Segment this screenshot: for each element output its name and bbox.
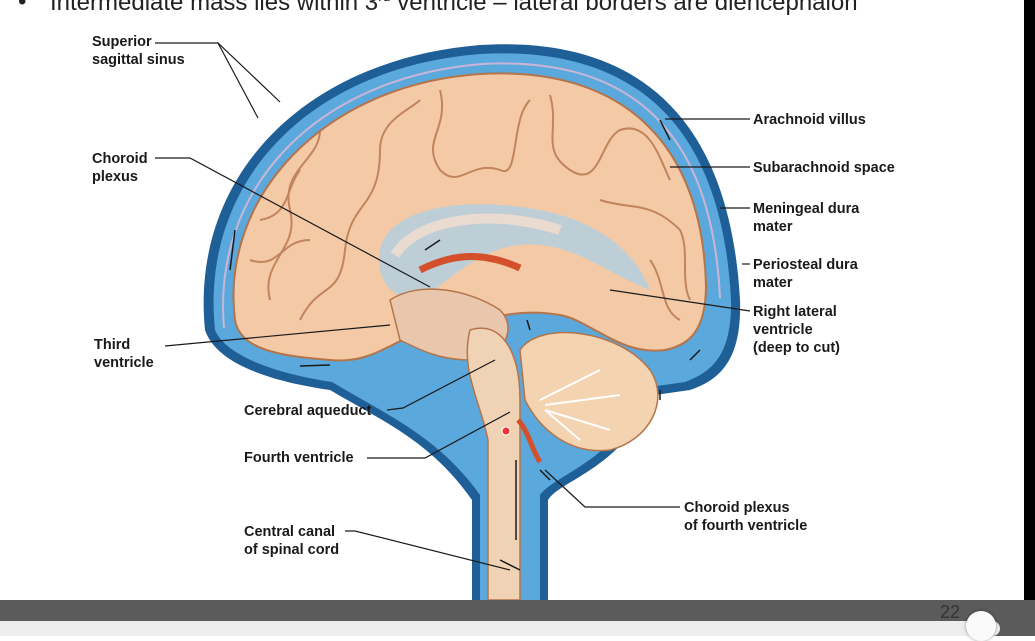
heading-text: Intermediate mass lies within 3rd ventri… bbox=[50, 0, 858, 16]
arbor-vitae bbox=[539, 369, 621, 441]
slide-heading: • Intermediate mass lies within 3rd vent… bbox=[18, 0, 1018, 18]
gyri-pattern bbox=[249, 89, 691, 321]
brainstem bbox=[466, 327, 521, 600]
label-fourth-ventricle: Fourth ventricle bbox=[244, 450, 354, 466]
brain-diagram bbox=[155, 42, 751, 600]
window-edge bbox=[1024, 0, 1035, 600]
arachnoid-membrane bbox=[222, 62, 721, 329]
bullet-icon: • bbox=[18, 0, 27, 15]
slide-progress-track[interactable] bbox=[0, 621, 1000, 636]
slide-number: 22 bbox=[940, 602, 961, 622]
csf-flow-arrows bbox=[229, 119, 701, 571]
leader-lines bbox=[155, 42, 751, 571]
choroid-plexus-lateral bbox=[418, 252, 522, 274]
label-subarachnoid-space: Subarachnoid space bbox=[753, 160, 895, 176]
corpus-callosum bbox=[390, 213, 562, 258]
slide-progress-handle[interactable] bbox=[966, 611, 996, 641]
pointer-dot bbox=[501, 426, 511, 436]
cerebellum bbox=[519, 331, 659, 452]
choroid-plexus-fourth bbox=[516, 418, 543, 464]
label-arachnoid-villus: Arachnoid villus bbox=[753, 112, 866, 128]
label-cerebral-aqueduct: Cerebral aqueduct bbox=[244, 403, 372, 419]
